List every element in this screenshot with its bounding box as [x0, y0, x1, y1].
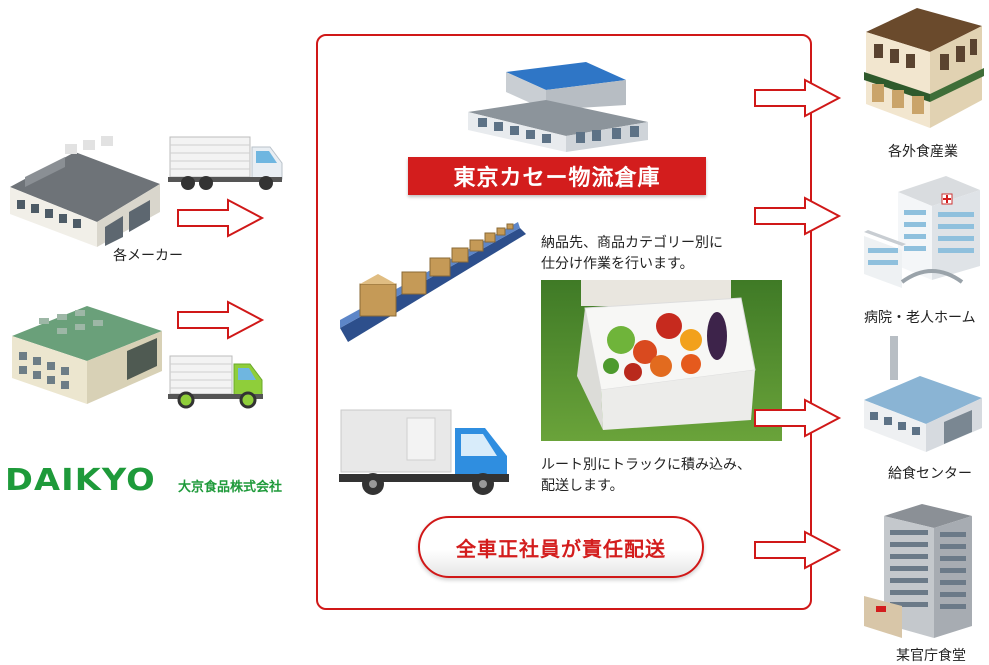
delivery-badge-text: 全車正社員が責任配送: [456, 536, 666, 561]
conveyor-belt-icon: [340, 222, 526, 342]
factory-building-icon: [12, 306, 162, 404]
brand-logo: DAIKYO: [5, 463, 156, 498]
office-tower-building-icon: [864, 504, 972, 638]
warehouse-building-icon: [468, 62, 648, 152]
blue-delivery-truck-icon: [339, 409, 509, 495]
loading-description-line1: ルート別にトラックに積み込み、: [541, 457, 751, 473]
green-truck-icon: [168, 355, 263, 409]
delivery-badge: 全車正社員が責任配送: [418, 516, 704, 578]
destination-lunch-center-label: 給食センター: [888, 466, 972, 482]
loading-description-line2: 配送します。: [541, 478, 624, 494]
arrow-right-icon: [177, 198, 265, 238]
destination-government-cafeteria-label: 某官庁食堂: [896, 648, 966, 664]
hospital-building-icon: [864, 176, 980, 288]
maker-warehouse-icon-1: [10, 136, 160, 247]
makers-label: 各メーカー: [113, 248, 183, 264]
arrow-right-icon: [754, 398, 842, 438]
arrow-right-icon: [177, 300, 265, 340]
arrow-right-icon: [754, 196, 842, 236]
destination-restaurant-label: 各外食産業: [888, 144, 958, 160]
warehouse-title: 東京カセー物流倉庫: [408, 157, 706, 195]
destination-hospital-label: 病院・老人ホーム: [864, 310, 976, 326]
sorting-description-line2: 仕分け作業を行います。: [541, 256, 694, 272]
arrow-right-icon: [754, 78, 842, 118]
arrow-right-icon: [754, 530, 842, 570]
logistics-warehouse-frame: [316, 34, 812, 610]
sorting-description-line1: 納品先、商品カテゴリー別に: [541, 235, 723, 251]
lunch-center-building-icon: [864, 336, 982, 452]
restaurant-building-icon: [864, 8, 984, 128]
brand-company-name: 大京食品株式会社: [178, 480, 283, 495]
vegetable-box-photo: [541, 280, 782, 441]
white-truck-icon: [168, 136, 283, 190]
